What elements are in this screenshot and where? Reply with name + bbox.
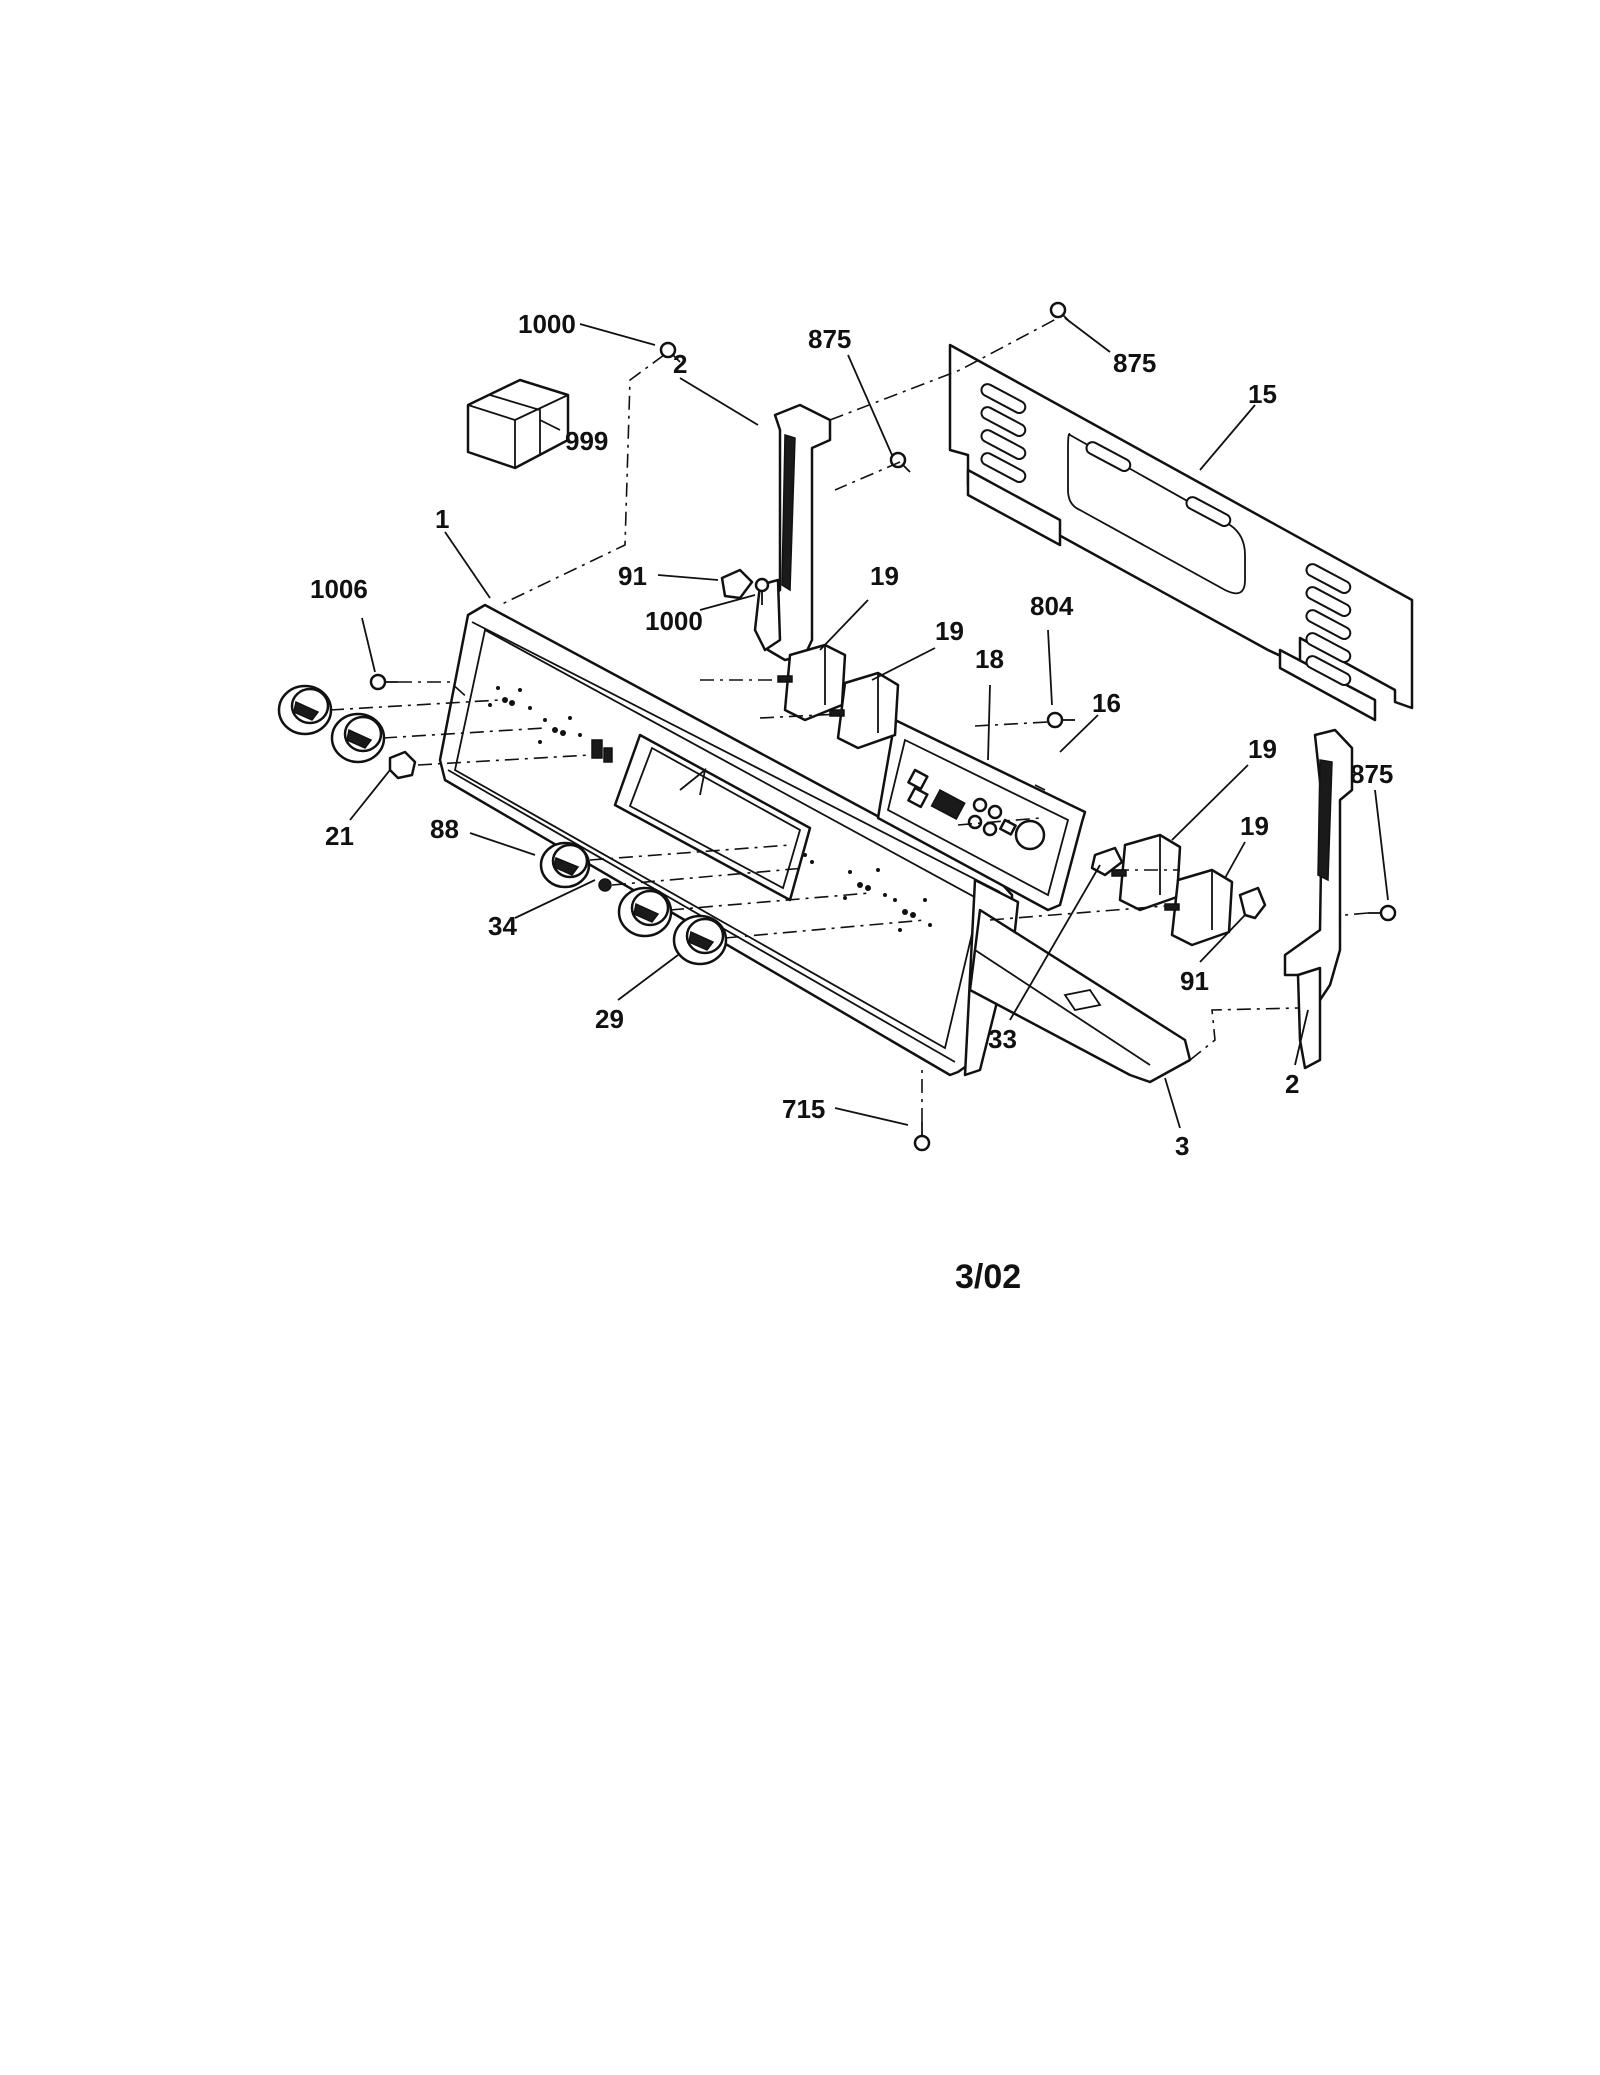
screw-875-bracket	[889, 451, 911, 473]
callout-leader-lines	[349, 317, 1389, 1129]
callout-91-lower: 91	[1180, 966, 1209, 996]
panel-knob-markings	[488, 686, 932, 932]
callout-19-lower-left: 19	[1248, 734, 1277, 764]
callout-804: 804	[1030, 591, 1074, 621]
knob-surface-left-front	[330, 712, 386, 764]
clip-91-upper	[720, 568, 754, 600]
callout-999: 999	[565, 426, 608, 456]
diagram-date-code: 3/02	[955, 1258, 1021, 1296]
right-end-bracket-part	[1283, 728, 1354, 1070]
knob-surface-right-front-29	[672, 914, 728, 966]
callout-18: 18	[975, 644, 1004, 674]
electronic-control-board-part	[876, 718, 1087, 912]
callout-21: 21	[325, 821, 354, 851]
callout-19-upper-right: 19	[935, 616, 964, 646]
callout-29: 29	[595, 1004, 624, 1034]
callout-88: 88	[430, 814, 459, 844]
callout-19-lower-right: 19	[1240, 811, 1269, 841]
infinite-switch-upper-right	[829, 671, 900, 750]
left-end-bracket-part	[753, 403, 832, 662]
rear-panel-vents-right	[1305, 563, 1352, 687]
callout-1000-top: 1000	[518, 309, 576, 339]
lower-trim-part	[968, 908, 1192, 1084]
screw-804	[1046, 711, 1075, 729]
spacer-34	[598, 878, 612, 892]
rear-panel-vents-left	[980, 383, 1232, 528]
carton-part	[466, 378, 570, 470]
screw-1006	[369, 673, 398, 691]
callout-16: 16	[1092, 688, 1121, 718]
knob-surface-right-rear	[617, 886, 673, 938]
infinite-switch-lower-left	[1111, 833, 1182, 912]
assembly-guide-lines	[329, 317, 1369, 1122]
screw-715	[913, 1122, 931, 1152]
callout-1: 1	[435, 504, 449, 534]
screw-1000-lower	[754, 577, 770, 605]
callout-875-bracket: 875	[808, 324, 851, 354]
screw-875-right	[1368, 904, 1397, 922]
callout-91-upper: 91	[618, 561, 647, 591]
callout-labels: 1000 2 875 875 15 999 1 91 1000 1006 19 …	[310, 309, 1393, 1296]
callout-1000-lower: 1000	[645, 606, 703, 636]
callout-19-upper-left: 19	[870, 561, 899, 591]
callout-875-right: 875	[1350, 759, 1393, 789]
callout-2-upper: 2	[673, 349, 687, 379]
rear-panel-part	[948, 343, 1414, 722]
clip-91-lower	[1238, 886, 1267, 920]
callout-875-top: 875	[1113, 348, 1156, 378]
indicator-light-21	[388, 750, 417, 780]
callout-34: 34	[488, 911, 517, 941]
knob-surface-left-rear	[277, 684, 333, 736]
callout-2-lower: 2	[1285, 1069, 1299, 1099]
knob-oven-88	[539, 841, 591, 889]
callout-3: 3	[1175, 1131, 1189, 1161]
screw-1000-top	[659, 341, 681, 363]
callout-33: 33	[988, 1024, 1017, 1054]
callout-1006: 1006	[310, 574, 368, 604]
wire-harness-33	[1090, 846, 1124, 877]
callout-15: 15	[1248, 379, 1277, 409]
callout-715: 715	[782, 1094, 825, 1124]
